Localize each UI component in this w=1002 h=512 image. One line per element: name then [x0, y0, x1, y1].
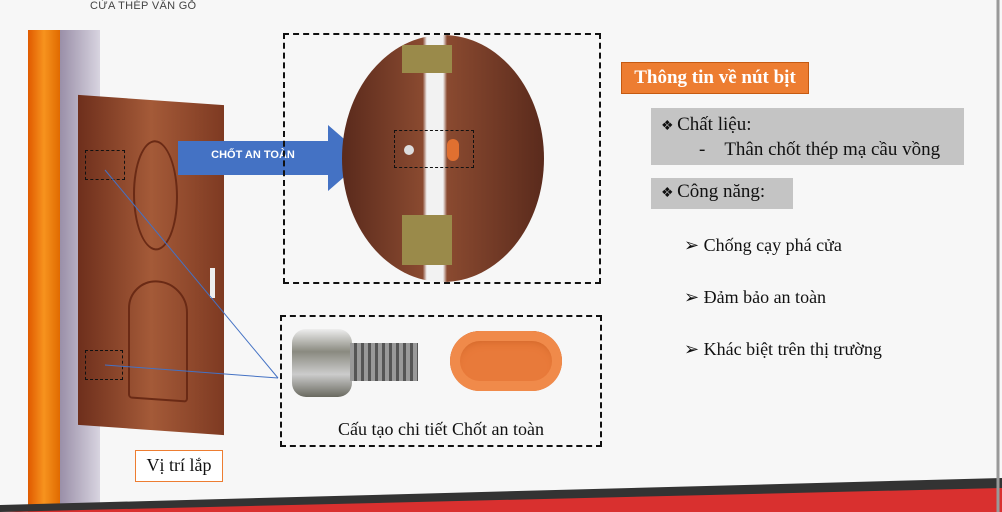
arrow-bullet-icon: ➢ — [684, 235, 704, 255]
function-text: Khác biệt trên thị trường — [703, 339, 882, 359]
function-item: ➢ Chống cạy phá cửa — [684, 235, 842, 256]
material-value: Thân chốt thép mạ cầu vồng — [724, 139, 941, 160]
function-text: Đảm bảo an toàn — [703, 287, 827, 307]
diamond-bullet-icon: ❖ — [661, 186, 678, 201]
function-box: ❖ Công năng: — [651, 178, 793, 209]
arrow-bullet-icon: ➢ — [684, 339, 704, 359]
function-item: ➢ Đảm bảo an toàn — [684, 287, 826, 308]
detail-box: Cấu tạo chi tiết Chốt an toàn — [280, 315, 602, 447]
function-item: ➢ Khác biệt trên thị trường — [684, 339, 882, 360]
door-frame — [28, 30, 60, 512]
arrow-label: CHỐT AN TOÀN — [211, 149, 295, 161]
arrow-bullet-icon: ➢ — [684, 287, 704, 307]
pin-bolt-image — [292, 329, 420, 397]
door-handle — [210, 268, 215, 298]
footer-stripe — [0, 478, 1002, 512]
lower-pin-marker — [85, 350, 123, 380]
brand-text: CỬA THÉP VÂN GỖ — [90, 0, 197, 12]
function-text: Chống cạy phá cửa — [703, 235, 842, 255]
detail-caption: Cấu tạo chi tiết Chốt an toàn — [338, 419, 544, 439]
info-title: Thông tin về nút bịt — [621, 62, 809, 94]
chot-an-toan-arrow: CHỐT AN TOÀN — [178, 125, 366, 191]
function-label: Công năng: — [677, 181, 766, 202]
closeup-box — [283, 33, 601, 284]
material-label: Chất liệu: — [677, 114, 752, 135]
diamond-bullet-icon: ❖ — [661, 119, 678, 134]
material-box: ❖ Chất liệu: - Thân chốt thép mạ cầu vồn… — [651, 108, 964, 165]
upper-pin-marker — [85, 150, 125, 180]
position-label: Vị trí lắp — [135, 450, 223, 482]
cap-image — [450, 331, 562, 391]
closeup-photo — [342, 35, 544, 282]
dash-bullet: - — [699, 139, 725, 160]
door-illustration — [0, 0, 240, 512]
